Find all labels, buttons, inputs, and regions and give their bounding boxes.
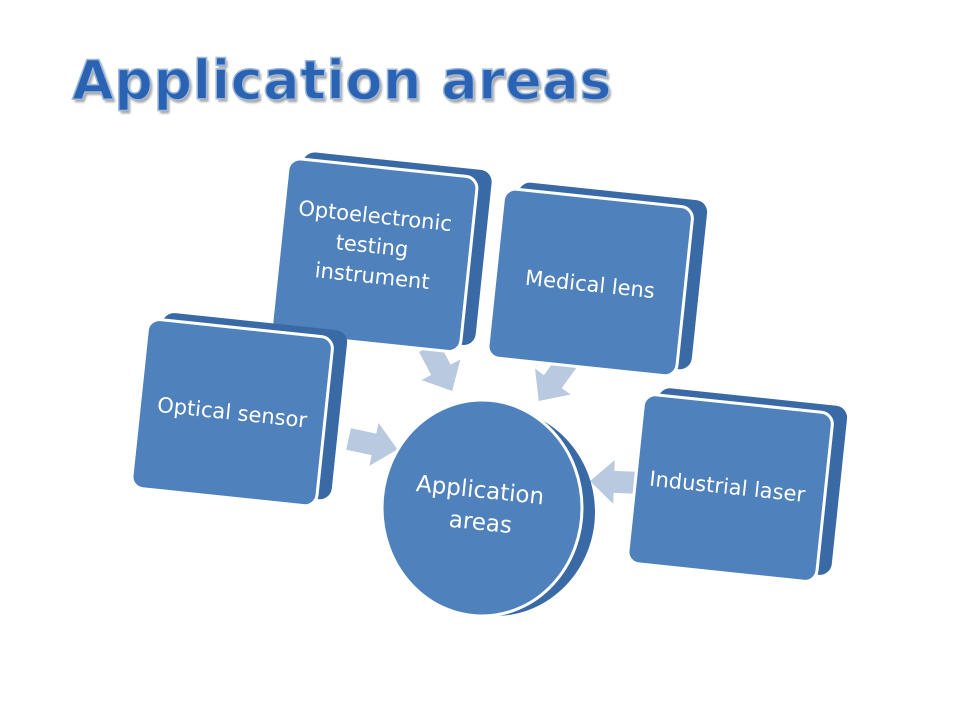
- slide-title: Application areas: [71, 49, 613, 112]
- arrow-optoelectronic-to-center: [419, 341, 461, 391]
- node-optoelectronic-testing-instrument: Optoelectronic testing instrument: [270, 152, 492, 353]
- node-optical-sensor: Optical sensor: [130, 313, 348, 508]
- center-node: Application areas: [380, 398, 595, 618]
- arrow-industrial-laser-to-center: [590, 459, 641, 504]
- node-medical-lens: Medical lens: [486, 182, 708, 378]
- node-industrial-laser: Industrial laser: [626, 388, 848, 583]
- arrow-optical-sensor-to-center: [346, 422, 398, 466]
